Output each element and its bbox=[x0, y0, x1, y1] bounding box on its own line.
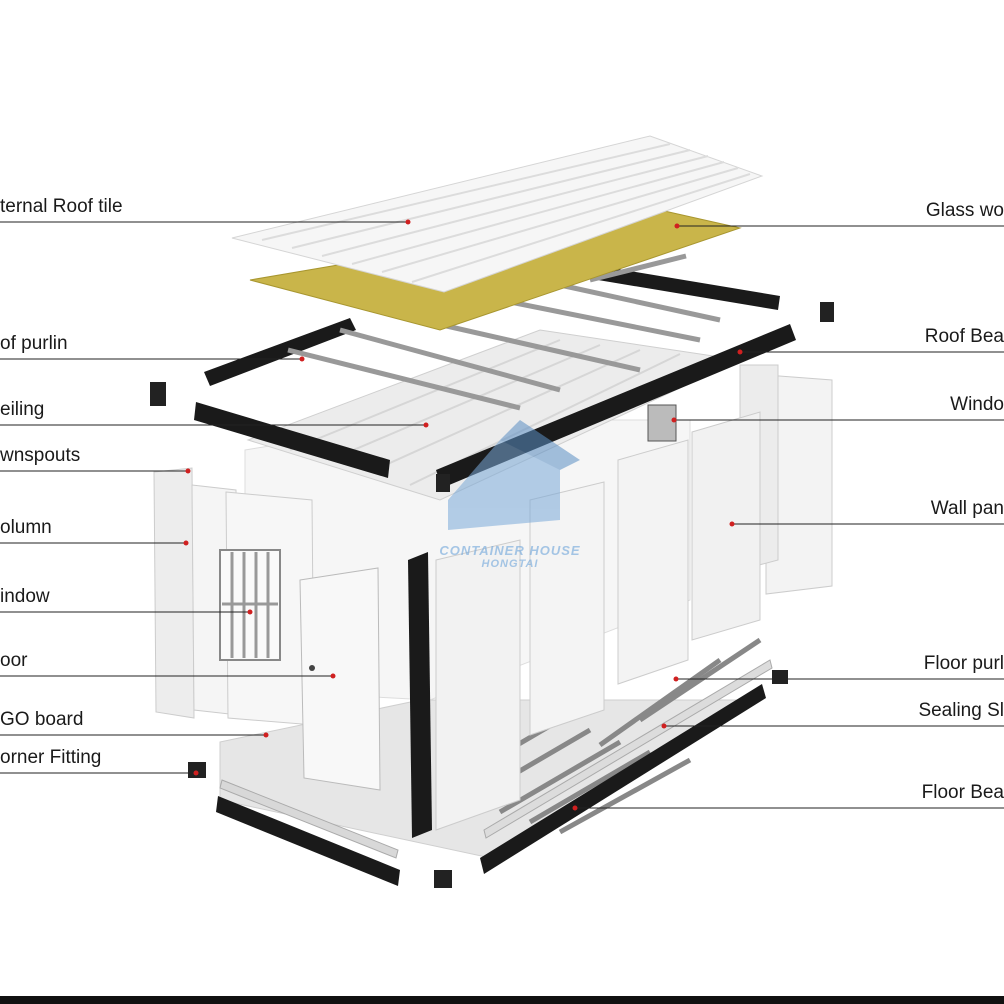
callout-label-right-3: Wall pan bbox=[930, 498, 1004, 519]
callout-label-right-1: Roof Bea bbox=[924, 326, 1004, 347]
watermark-line-1: CONTAINER HOUSE bbox=[439, 543, 581, 558]
leader-dot-right-1 bbox=[737, 349, 743, 355]
leader-dot-right-5 bbox=[661, 723, 667, 729]
leader-dot-left-1 bbox=[299, 356, 305, 362]
callout-label-left-8: orner Fitting bbox=[0, 747, 102, 768]
callout-label-right-5: Sealing Sl bbox=[918, 700, 1004, 721]
leader-dot-left-7 bbox=[263, 732, 269, 738]
corner-fitting-3 bbox=[772, 670, 788, 684]
callout-label-right-4: Floor purl bbox=[923, 653, 1004, 674]
callout-label-right-2: Windo bbox=[950, 394, 1004, 415]
wall-panel-front-4 bbox=[691, 411, 761, 641]
callout-label-left-1: of purlin bbox=[0, 333, 68, 354]
watermark-line-2: HONGTAI bbox=[481, 558, 539, 570]
window-right bbox=[647, 404, 677, 442]
callout-label-left-4: olumn bbox=[0, 517, 52, 538]
leader-dot-left-6 bbox=[330, 673, 336, 679]
roof-frame-right bbox=[598, 266, 780, 310]
watermark-text: CONTAINER HOUSE HONGTAI bbox=[420, 543, 600, 570]
bottom-border bbox=[0, 996, 1004, 1004]
external-roof-tile bbox=[231, 135, 764, 293]
leader-dot-right-2 bbox=[671, 417, 677, 423]
leader-dot-left-3 bbox=[185, 468, 191, 474]
wall-panel-front-3 bbox=[617, 439, 689, 685]
leader-dot-left-5 bbox=[247, 609, 253, 615]
sealing-strip bbox=[483, 659, 773, 839]
callout-label-left-7: GO board bbox=[0, 709, 84, 730]
callout-label-left-0: ternal Roof tile bbox=[0, 196, 123, 217]
roof-beam-left bbox=[194, 402, 390, 478]
leader-dot-right-4 bbox=[673, 676, 679, 682]
corner-fitting-1 bbox=[188, 762, 206, 778]
leader-dot-left-4 bbox=[183, 540, 189, 546]
callout-label-left-6: oor bbox=[0, 650, 28, 671]
floor-rail-left bbox=[219, 779, 399, 859]
callout-label-right-0: Glass wo bbox=[925, 200, 1004, 221]
roof-tile-ridges bbox=[261, 143, 751, 283]
column-front bbox=[408, 552, 432, 838]
leader-dot-left-0 bbox=[405, 219, 411, 225]
callout-label-left-2: eiling bbox=[0, 399, 45, 420]
leader-dot-left-8 bbox=[193, 770, 199, 776]
leader-dot-right-0 bbox=[674, 223, 680, 229]
corner-fitting-2 bbox=[434, 870, 452, 888]
leader-dot-right-3 bbox=[729, 521, 735, 527]
watermark-logo bbox=[448, 420, 580, 530]
leader-dot-left-2 bbox=[423, 422, 429, 428]
corner-fitting-top-1 bbox=[150, 382, 166, 406]
corner-fitting-top-3 bbox=[436, 474, 450, 492]
roof-frame-left bbox=[204, 318, 356, 386]
leader-lines bbox=[0, 219, 1004, 811]
floor-beam-right bbox=[480, 684, 766, 874]
wall-panel-left-1 bbox=[153, 467, 195, 719]
door-handle bbox=[309, 665, 315, 671]
callout-label-left-3: wnspouts bbox=[0, 445, 81, 466]
floor-beam-front bbox=[216, 796, 400, 886]
door-panel bbox=[299, 567, 381, 791]
window-frame bbox=[219, 549, 281, 661]
wall-panel-front-2 bbox=[529, 481, 605, 736]
leader-dot-right-6 bbox=[572, 805, 578, 811]
callout-label-left-5: indow bbox=[0, 586, 50, 607]
callout-label-right-6: Floor Bea bbox=[921, 782, 1004, 803]
wall-panel-front-1 bbox=[435, 539, 521, 831]
corner-fitting-top-2 bbox=[820, 302, 834, 322]
roof-purlins bbox=[287, 253, 721, 411]
